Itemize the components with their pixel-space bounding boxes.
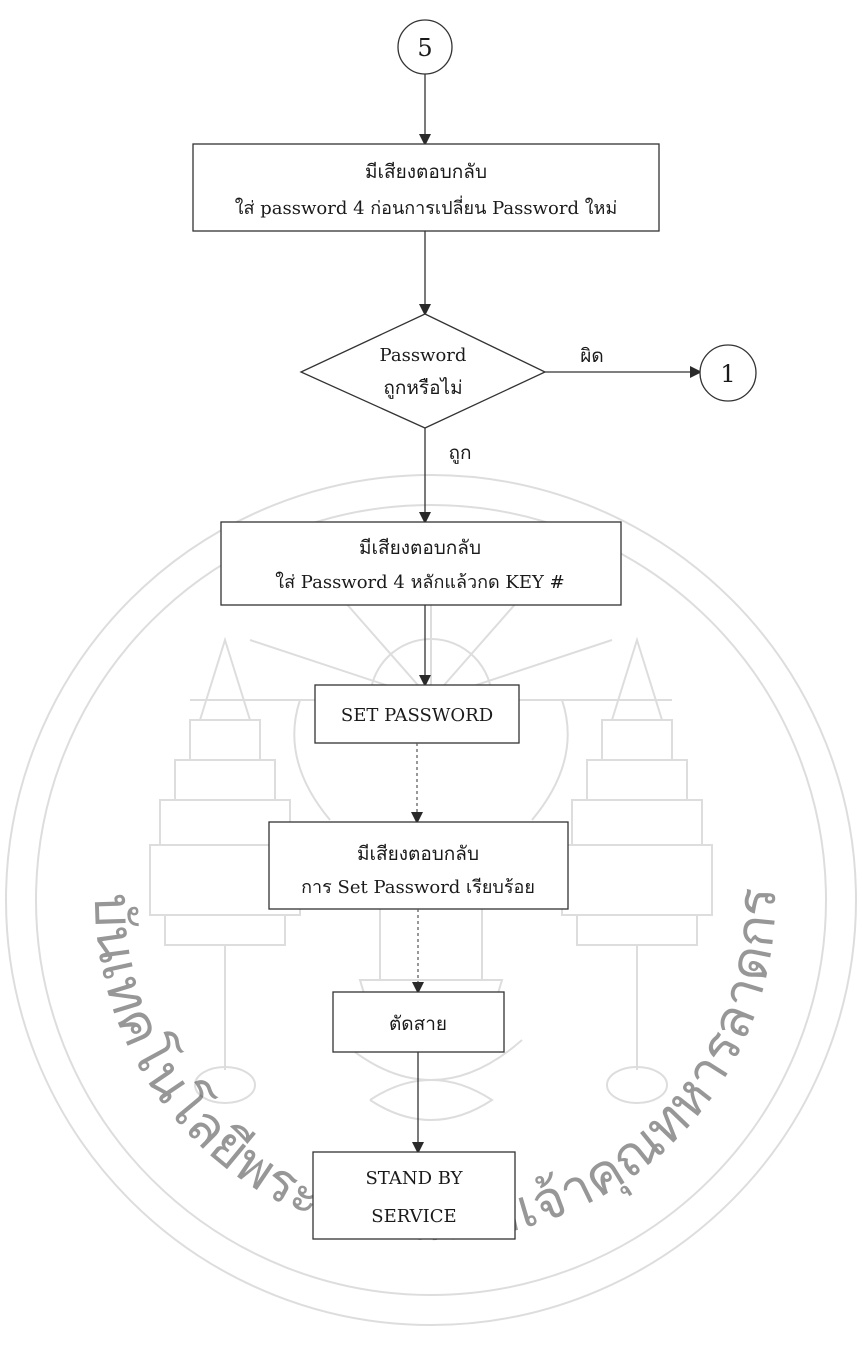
decision-password-correct: Password ถูกหรือไม่ — [299, 313, 547, 429]
process-box-set-password-done: มีเสียงตอบกลับ การ Set Password เรียบร้อ… — [268, 821, 569, 910]
box6-line2: SERVICE — [371, 1206, 456, 1227]
process-box-enter-new-password: มีเสียงตอบกลับ ใส่ Password 4 หลักแล้วกด… — [220, 521, 622, 606]
box4-line2: การ Set Password เรียบร้อย — [301, 877, 535, 898]
connector-1-label: 1 — [720, 360, 735, 388]
box5-label: ตัดสาย — [389, 1013, 447, 1035]
connector-5-label: 5 — [417, 34, 432, 62]
decision-no-label: ผิด — [580, 345, 603, 367]
box1-line2: ใส่ password 4 ก่อนการเปลี่ยน Password ใ… — [235, 195, 617, 219]
process-box-hang-up: ตัดสาย — [332, 991, 505, 1053]
connector-5: 5 — [397, 19, 453, 75]
process-box-enter-old-password: มีเสียงตอบกลับ ใส่ password 4 ก่อนการเปล… — [192, 143, 660, 232]
decision-line2: ถูกหรือไม่ — [383, 377, 462, 399]
box4-line1: มีเสียงตอบกลับ — [357, 843, 479, 865]
process-box-stand-by-service: STAND BY SERVICE — [312, 1151, 516, 1240]
decision-yes-label: ถูก — [448, 442, 471, 464]
box3-label: SET PASSWORD — [341, 705, 493, 726]
process-box-set-password: SET PASSWORD — [314, 684, 520, 744]
connector-1: 1 — [699, 344, 757, 402]
box1-line1: มีเสียงตอบกลับ — [365, 161, 487, 183]
box2-line1: มีเสียงตอบกลับ — [359, 537, 481, 559]
box6-line1: STAND BY — [365, 1168, 463, 1189]
decision-line1: Password — [380, 345, 467, 366]
box2-line2: ใส่ Password 4 หลักแล้วกด KEY # — [275, 571, 564, 593]
